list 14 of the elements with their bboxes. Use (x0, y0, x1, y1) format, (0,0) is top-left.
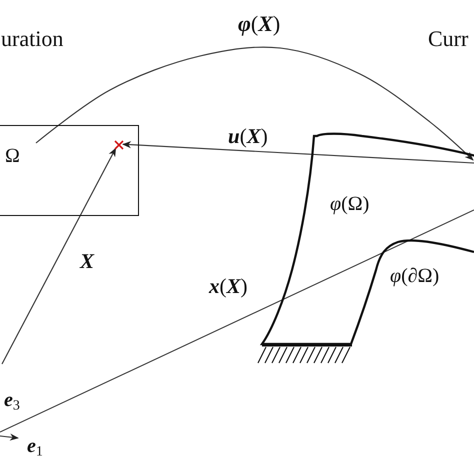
edge-label: φ(X) (238, 13, 280, 35)
vector-label: x(X) (209, 276, 248, 297)
arrow (122, 141, 474, 164)
reference-body-box (0, 125, 139, 216)
heading-text: Curr (428, 28, 468, 50)
region-label: φ(Ω) (330, 194, 370, 214)
arrow (2, 148, 116, 364)
arrow (36, 46, 474, 161)
region-label: Ω (5, 146, 20, 166)
heading-text: uration (1, 28, 64, 50)
basis-vector-label: e$_{1}$ (27, 436, 43, 460)
edge-label: u(X) (228, 126, 268, 147)
region-label: φ(∂Ω) (390, 266, 440, 286)
basis-vector-label: e$_{3}$ (4, 390, 20, 414)
